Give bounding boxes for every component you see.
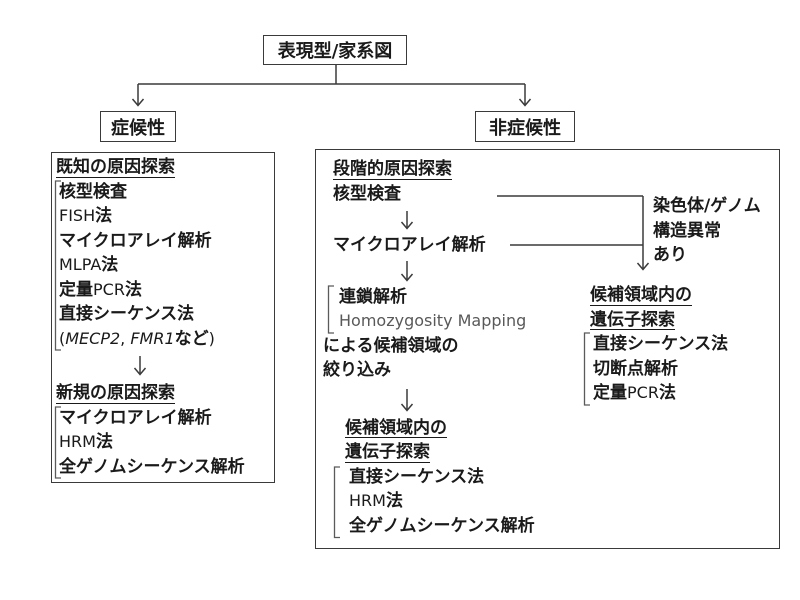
symptomatic-panel <box>51 152 275 483</box>
text-line: Homozygosity Mapping <box>339 309 535 334</box>
text-line: 遺伝子探索 <box>345 440 535 465</box>
text-line-content: 直接シーケンス法 <box>59 304 195 324</box>
structural-branch-arrowhead <box>636 262 650 271</box>
stepwise-method-list: 段階的原因探索核型検査マイクロアレイ解析連鎖解析 Homozygosity Map… <box>320 157 535 538</box>
text-line-content: 絞り込み <box>323 360 391 380</box>
text-line-content: 候補領域内の <box>590 285 692 306</box>
branch-node-nonsymptomatic: 非症候性 <box>475 111 575 142</box>
text-line: FISH法 <box>59 204 245 229</box>
candidate-region-gene-search-list: 候補領域内の遺伝子探索直接シーケンス法切断点解析定量PCR法 <box>590 283 728 406</box>
text-line-content: 切断点解析 <box>593 358 678 379</box>
text-line-content: 定量PCR法 <box>59 279 142 300</box>
text-line-content: 候補領域内の <box>345 417 447 438</box>
text-line: 連鎖解析 <box>339 285 535 310</box>
text-line: による候補領域の <box>323 334 535 359</box>
root-node-label: 表現型/家系図 <box>277 41 393 62</box>
text-line: 候補領域内の <box>590 283 728 308</box>
text-line-content: 新規の原因探索 <box>56 383 175 404</box>
text-line-content: HRM法 <box>59 432 113 452</box>
nonsymptomatic-panel <box>315 149 780 549</box>
text-line: 全ゲノムシーケンス解析 <box>59 455 245 480</box>
novel-methods-bracket <box>54 406 61 479</box>
text-line-content: による候補領域の <box>323 335 459 356</box>
text-line: 定量PCR法 <box>593 381 728 406</box>
nonsymptomatic-label: 非症候性 <box>489 117 561 139</box>
text-line-content: 遺伝子探索 <box>345 442 430 463</box>
line-gap <box>320 258 535 285</box>
text-line-content: 全ゲノムシーケンス解析 <box>59 456 245 477</box>
text-line-content: 連鎖解析 <box>339 286 407 307</box>
symptomatic-method-list: 既知の原因探索核型検査 FISH法マイクロアレイ解析 MLPA法定量PCR法直接シー… <box>56 155 245 479</box>
text-line-content: 段階的原因探索 <box>333 159 452 180</box>
line-gap <box>56 351 245 381</box>
text-line: 段階的原因探索 <box>333 157 535 182</box>
text-line: MLPA法 <box>59 253 245 278</box>
text-line: 既知の原因探索 <box>56 155 245 180</box>
text-line-content: 核型検査 <box>333 183 401 204</box>
text-line-content: 全ゲノムシーケンス解析 <box>349 515 535 536</box>
text-line-content: マイクロアレイ解析 <box>59 230 212 251</box>
text-line: 直接シーケンス法 <box>349 465 535 490</box>
text-line: 切断点解析 <box>593 357 728 382</box>
arrowhead-nonsymptomatic <box>518 98 532 107</box>
text-line: 定量PCR法 <box>59 278 245 303</box>
known-methods-bracket <box>54 180 61 351</box>
text-line-content: 染色体/ゲノム <box>653 196 761 216</box>
text-line: 候補領域内の <box>345 416 535 441</box>
right-gene-search-bracket <box>583 332 590 406</box>
narrowing-down-arrowhead <box>400 403 414 412</box>
text-line-content: あり <box>653 245 687 265</box>
structural-abnormality-note: 染色体/ゲノム構造異常あり <box>653 194 761 268</box>
text-line: 核型検査 <box>59 180 245 205</box>
arrowhead-symptomatic <box>131 98 145 107</box>
text-line: 直接シーケンス法 <box>593 332 728 357</box>
symptomatic-label: 症候性 <box>111 117 165 139</box>
text-line: 絞り込み <box>323 358 535 383</box>
left-panel-down-arrowhead <box>133 367 147 376</box>
text-line-content: 直接シーケンス法 <box>349 466 485 487</box>
karyotype-down-arrowhead <box>400 221 414 230</box>
text-line-content: 構造異常 <box>653 220 721 241</box>
text-line: 直接シーケンス法 <box>59 302 245 327</box>
text-line: マイクロアレイ解析 <box>59 229 245 254</box>
text-line: マイクロアレイ解析 <box>59 406 245 431</box>
text-line-content: 核型検査 <box>59 181 127 202</box>
text-line-content: (MECP2, FMR1など) <box>59 328 215 349</box>
text-line: 核型検査 <box>333 182 535 207</box>
text-line-content: HRM法 <box>349 491 403 511</box>
text-line: (MECP2, FMR1など) <box>59 327 245 352</box>
text-line-content: 遺伝子探索 <box>590 309 675 330</box>
text-line-content: 直接シーケンス法 <box>593 334 729 354</box>
text-line-content: MLPA法 <box>59 255 119 275</box>
line-gap <box>320 206 535 233</box>
text-line-content: マイクロアレイ解析 <box>333 235 486 255</box>
text-line: 遺伝子探索 <box>590 308 728 333</box>
text-line: あり <box>653 243 761 268</box>
microarray-down-arrowhead <box>400 273 414 282</box>
text-line: HRM法 <box>59 430 245 455</box>
text-line: 全ゲノムシーケンス解析 <box>349 514 535 539</box>
text-line-content: Homozygosity Mapping <box>339 311 527 330</box>
text-line: マイクロアレイ解析 <box>333 233 535 258</box>
text-line-content: マイクロアレイ解析 <box>59 407 212 428</box>
text-line: 構造異常 <box>653 219 761 244</box>
branch-node-symptomatic: 症候性 <box>100 111 176 142</box>
centre-gene-search-bracket <box>333 466 340 539</box>
text-line: HRM法 <box>349 489 535 514</box>
text-line-content: 定量PCR法 <box>593 383 676 403</box>
root-node: 表現型/家系図 <box>263 35 407 65</box>
linkage-bracket <box>327 285 334 334</box>
text-line: 新規の原因探索 <box>56 381 245 406</box>
text-line-content: FISH法 <box>59 206 113 226</box>
text-line-content: 既知の原因探索 <box>56 157 175 178</box>
line-gap <box>320 383 535 416</box>
text-line: 染色体/ゲノム <box>653 194 761 219</box>
